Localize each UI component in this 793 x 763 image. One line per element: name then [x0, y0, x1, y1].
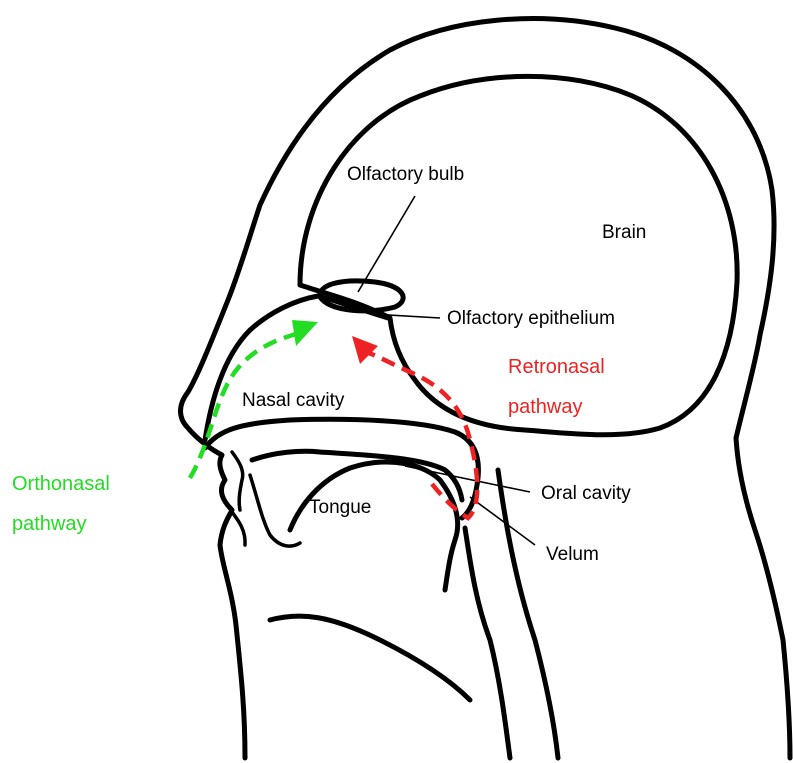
olfactory-bulb-leader	[358, 196, 415, 292]
lower-jaw	[250, 475, 300, 546]
tongue-label: Tongue	[309, 497, 371, 518]
jaw-underside	[270, 616, 470, 700]
retronasal-arrowhead	[352, 336, 378, 364]
upper-teeth	[232, 452, 243, 510]
oral-cavity-outline	[252, 451, 462, 500]
retronasal-label-line1: Retronasal	[508, 356, 605, 378]
orthonasal-label-line2: pathway	[12, 513, 87, 535]
tongue-outline	[290, 462, 458, 590]
pharynx-back	[498, 470, 558, 758]
orthonasal-arrowhead	[292, 320, 318, 346]
velum-label: Velum	[546, 544, 599, 565]
retronasal-label-line2: pathway	[508, 396, 583, 418]
brain-outline	[300, 76, 737, 434]
lower-lip	[232, 512, 245, 545]
olfactory-epithelium-label: Olfactory epithelium	[447, 308, 615, 329]
head-outline	[181, 19, 791, 758]
nasal-cavity-label: Nasal cavity	[242, 390, 345, 411]
orthonasal-label-line1: Orthonasal	[12, 473, 110, 495]
brain-label: Brain	[602, 222, 646, 243]
oral-cavity-leader	[405, 466, 530, 492]
pharynx-front	[465, 528, 510, 758]
oral-cavity-label: Oral cavity	[541, 483, 631, 504]
olfactory-bulb-label: Olfactory bulb	[347, 164, 464, 185]
